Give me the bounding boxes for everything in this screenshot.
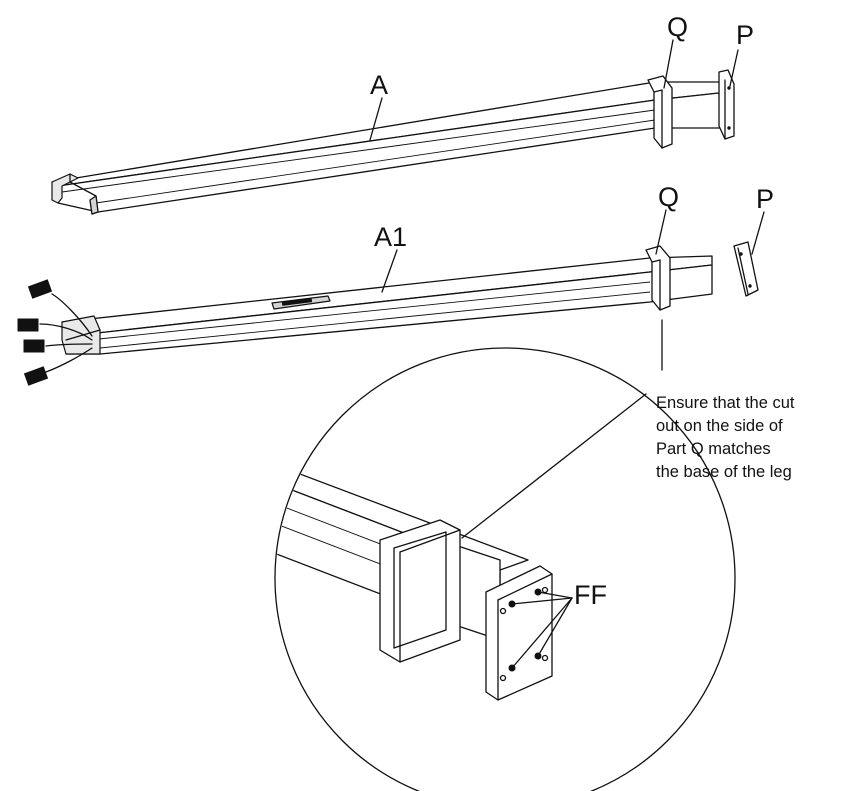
label-part-a1: A1 [374,222,407,252]
part-q-lower [645,245,671,311]
label-part-p-lower: P [756,184,774,214]
label-part-q-upper: Q [667,12,688,42]
motor-cables [17,279,93,386]
label-part-p-upper: P [736,20,754,50]
note-leader [461,393,647,539]
assembly-note: Ensure that the cut out on the side of P… [656,394,799,481]
part-p-lower [733,241,759,297]
beam-a [51,81,723,215]
beam-a1 [61,255,713,355]
label-part-a: A [370,70,388,100]
part-q-upper [647,75,673,149]
part-p-upper [718,69,735,140]
label-fasteners: FF [574,580,607,610]
detail-view [274,347,736,791]
label-part-q-lower: Q [658,182,679,212]
